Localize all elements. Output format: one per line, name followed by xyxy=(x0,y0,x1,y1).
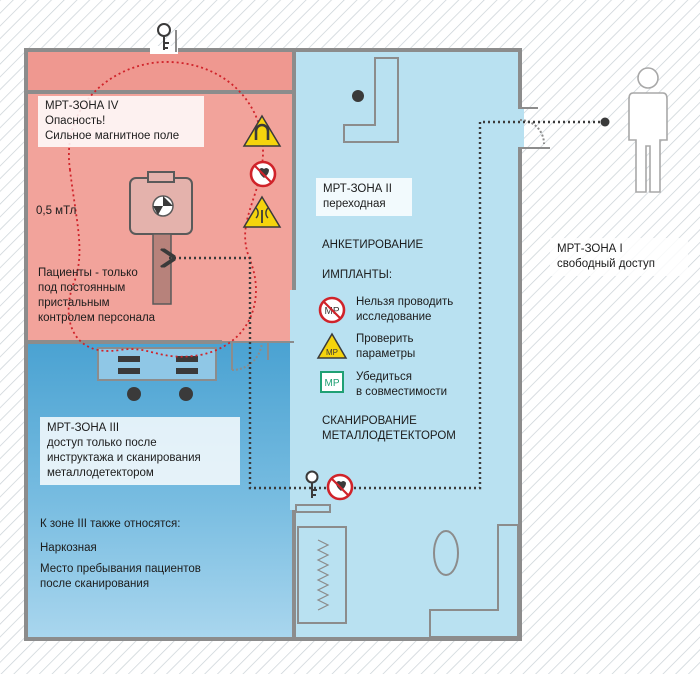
zone3-item-recovery: Место пребывания пациентов после сканиро… xyxy=(40,563,201,590)
zone2-label: МРТ-ЗОНА II переходная xyxy=(316,178,412,216)
zone2-title: МРТ-ЗОНА II xyxy=(323,183,392,195)
zone1-label: МРТ-ЗОНА I свободный доступ xyxy=(550,238,688,276)
zone4-label: МРТ-ЗОНА IV Опасность! Сильное магнитное… xyxy=(38,96,204,147)
zone4-door xyxy=(222,341,294,372)
field-strength-label: 0,5 мТл xyxy=(36,205,77,217)
electromagnetic-warning-icon xyxy=(242,195,282,228)
sign2-text: Проверить параметры xyxy=(356,333,416,360)
implants-label: ИМПЛАНТЫ: xyxy=(322,269,393,281)
zone3-also-heading: К зоне III также относятся: xyxy=(40,518,181,530)
zone4-line2: Сильное магнитное поле xyxy=(45,130,180,142)
zone3-room xyxy=(28,342,294,637)
person-icon xyxy=(628,67,668,193)
zone3-title: МРТ-ЗОНА III xyxy=(47,422,120,434)
no-pacemaker-icon xyxy=(326,473,354,501)
mr-unsafe-icon: MP xyxy=(318,296,346,324)
key-icon xyxy=(157,23,171,50)
zone2-fixtures xyxy=(295,57,519,638)
key-icon xyxy=(305,470,319,498)
entrance-door xyxy=(518,107,550,149)
zone4-line1: Опасность! xyxy=(45,115,106,127)
column-dot xyxy=(352,90,364,102)
sign3-text: Убедиться в совместимости xyxy=(356,371,448,398)
mr-safe-icon: MP xyxy=(320,371,344,393)
zone3-label: МРТ-ЗОНА III доступ только после инструк… xyxy=(40,417,240,485)
walls xyxy=(24,48,522,641)
zone1-title: МРТ-ЗОНА I xyxy=(557,243,623,255)
mr-conditional-icon: MP xyxy=(316,332,348,359)
zone4-title: МРТ-ЗОНА IV xyxy=(45,100,119,112)
no-pacemaker-icon xyxy=(249,160,277,188)
zone3-item-anesthesia: Наркозная xyxy=(40,542,97,554)
survey-label: АНКЕТИРОВАНИЕ xyxy=(322,239,424,251)
patients-note: Пациенты - только под постоянным пристал… xyxy=(38,267,156,324)
sign1-text: Нельзя проводить исследование xyxy=(356,296,454,323)
scan-label: СКАНИРОВАНИЕ МЕТАЛЛОДЕТЕКТОРОМ xyxy=(322,415,456,442)
patient-route xyxy=(166,120,605,490)
mri-scanner-icon xyxy=(129,171,193,305)
magnet-warning-icon xyxy=(242,114,282,147)
svg-text:MP: MP xyxy=(325,378,340,389)
svg-text:MP: MP xyxy=(326,348,338,357)
